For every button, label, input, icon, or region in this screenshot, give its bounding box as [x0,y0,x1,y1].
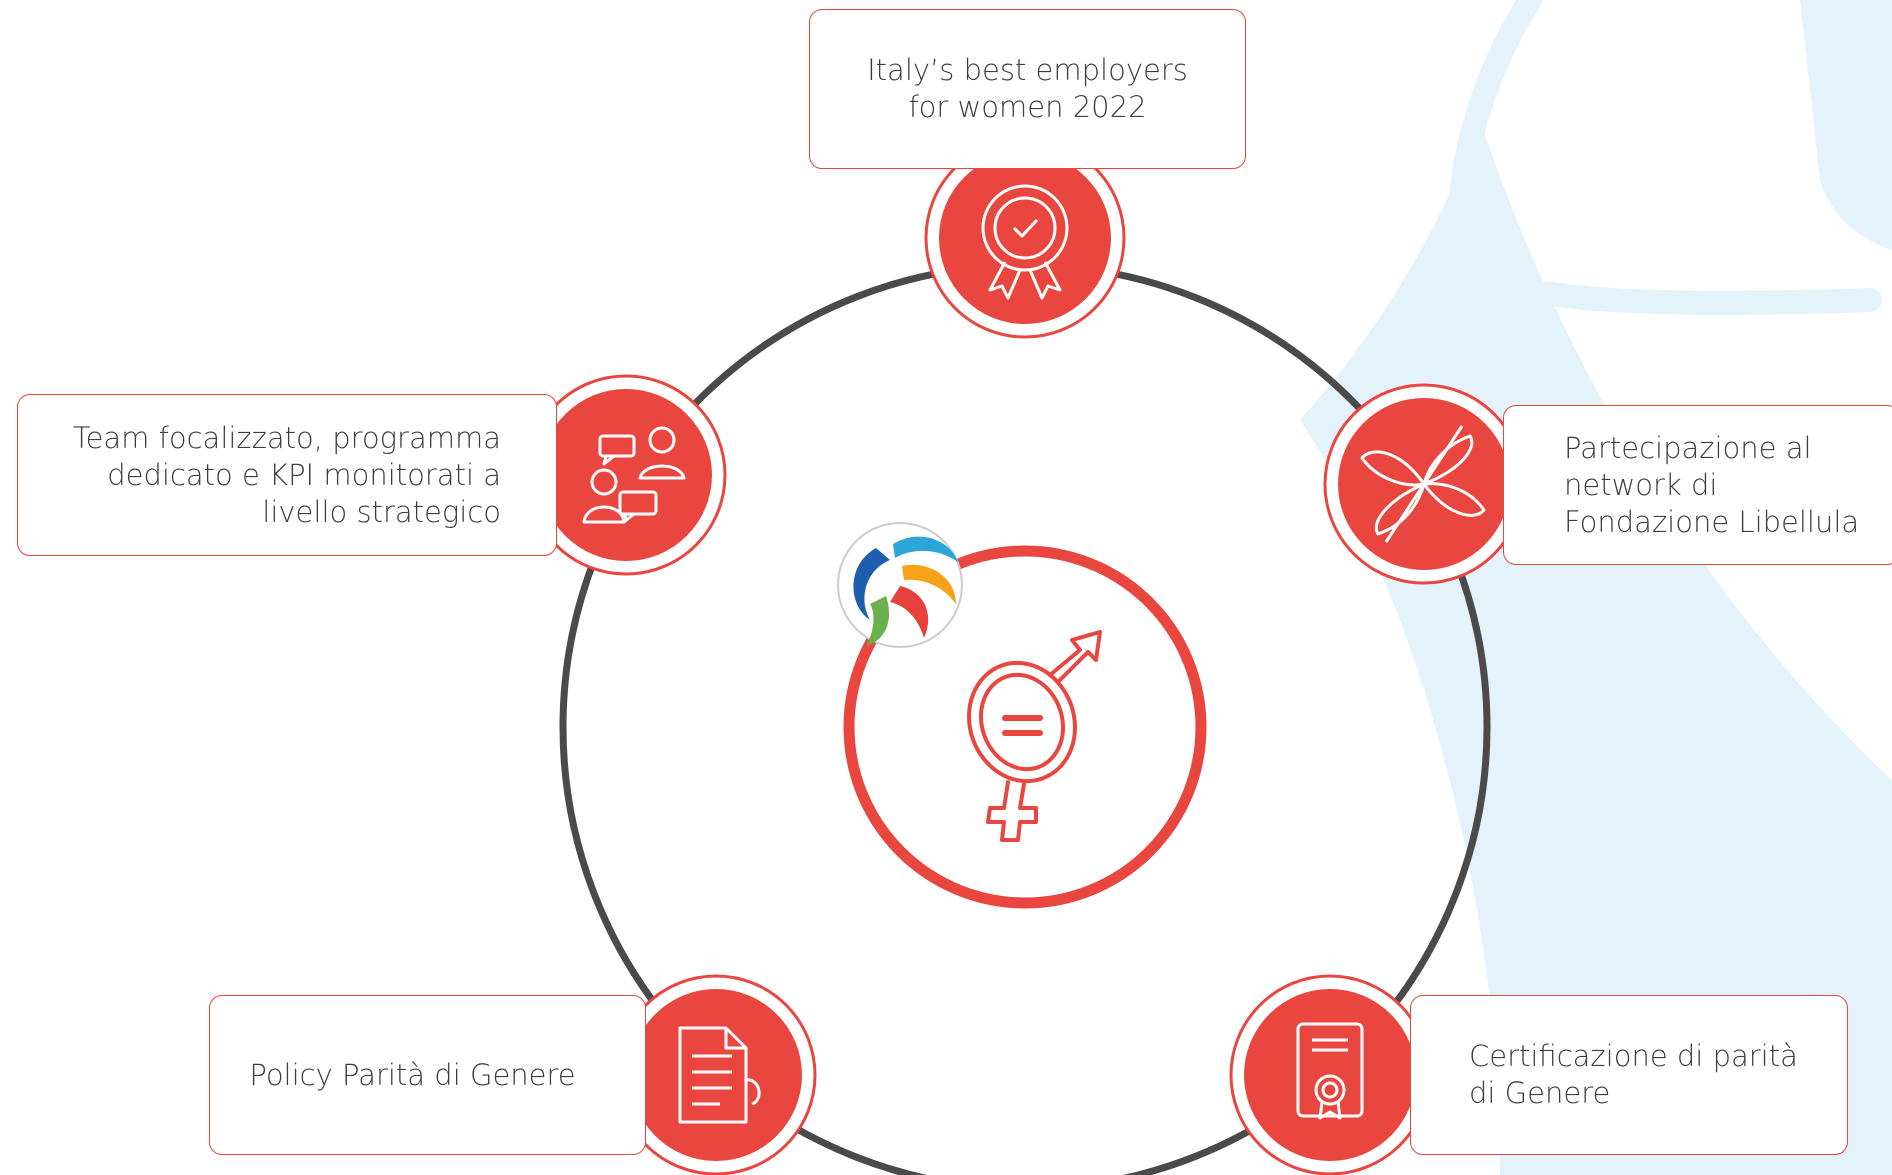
label-box-libellula: Partecipazione al network di Fondazione … [1503,405,1892,565]
label-award: Italy’s best employers for women 2022 [867,53,1188,124]
label-box-award: Italy’s best employers for women 2022 [809,9,1246,169]
badge-cert [1229,974,1431,1175]
document-icon [678,1026,761,1124]
label-cert: Certificazione di parità di Genere [1469,1039,1798,1110]
label-policy: Policy Parità di Genere [249,1057,576,1092]
background-swoosh [1300,120,1892,1175]
dragonfly-icon [1360,425,1486,543]
gender-equality-icon [967,630,1102,842]
company-logo-icon [837,522,963,648]
background-decoration [1300,0,1892,1175]
certificate-icon [1296,1022,1364,1120]
center-ring [843,545,1207,909]
label-libellula: Partecipazione al network di Fondazione … [1564,430,1860,539]
badge-libellula [1323,383,1525,585]
label-box-policy: Policy Parità di Genere [209,995,646,1155]
label-team: Team focalizzato, programma dedicato e K… [72,420,501,529]
award-ribbon-icon [981,184,1069,300]
label-box-cert: Certificazione di parità di Genere [1410,995,1848,1155]
badge-policy [615,974,817,1175]
badge-team [525,374,727,576]
team-chat-icon [582,426,686,524]
background-bar [1800,0,1892,250]
badge-award [924,137,1126,339]
background-arc [1447,0,1882,315]
label-box-team: Team focalizzato, programma dedicato e K… [17,394,557,556]
